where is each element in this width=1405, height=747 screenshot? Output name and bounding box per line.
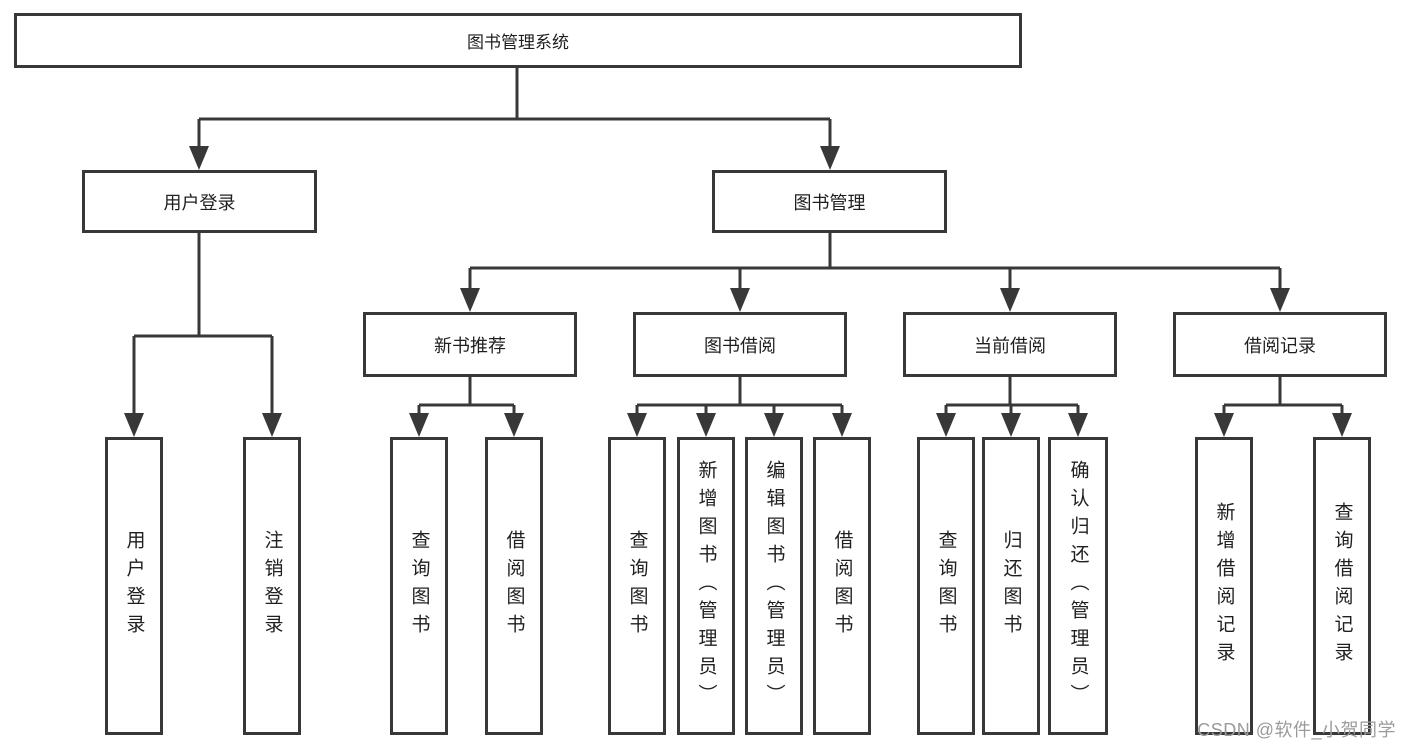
leaf-add-books-admin: 新增图书（管理员） [677, 437, 735, 735]
leaf-logout: 注销登录 [243, 437, 301, 735]
leaf-query-borrow-record: 查询借阅记录 [1313, 437, 1371, 735]
node-label: 图书管理系统 [467, 33, 569, 52]
leaf-query-books-borrow: 查询图书 [608, 437, 666, 735]
leaf-label: 用户登录 [123, 530, 145, 642]
node-label: 借阅记录 [1244, 335, 1316, 356]
leaf-label: 确认归还（管理员） [1067, 460, 1089, 712]
node-book-borrowing: 图书借阅 [633, 312, 847, 377]
leaf-label: 新增图书（管理员） [695, 460, 717, 712]
leaf-label: 借阅图书 [503, 530, 525, 642]
node-borrowing-records: 借阅记录 [1173, 312, 1387, 377]
node-library-management-system: 图书管理系统 [14, 13, 1022, 68]
leaf-borrow-books: 借阅图书 [813, 437, 871, 735]
leaf-borrow-books-recommend: 借阅图书 [485, 437, 543, 735]
leaf-label: 归还图书 [1000, 530, 1022, 642]
leaf-label: 查询图书 [935, 530, 957, 642]
leaf-label: 查询借阅记录 [1331, 502, 1353, 670]
leaf-edit-books-admin: 编辑图书（管理员） [745, 437, 803, 735]
node-label: 用户登录 [163, 192, 236, 213]
leaf-label: 注销登录 [261, 530, 283, 642]
leaf-add-borrow-record: 新增借阅记录 [1195, 437, 1253, 735]
node-current-borrowing: 当前借阅 [903, 312, 1117, 377]
csdn-watermark: CSDN @软件_小贺同学 [1197, 720, 1396, 740]
node-label: 新书推荐 [434, 335, 506, 356]
node-book-management: 图书管理 [712, 170, 947, 233]
leaf-label: 借阅图书 [831, 530, 853, 642]
leaf-label: 编辑图书（管理员） [763, 460, 785, 712]
leaf-label: 新增借阅记录 [1213, 502, 1235, 670]
leaf-user-login: 用户登录 [105, 437, 163, 735]
leaf-label: 查询图书 [626, 530, 648, 642]
node-user-login: 用户登录 [82, 170, 317, 233]
node-label: 当前借阅 [974, 335, 1046, 356]
leaf-query-books-current: 查询图书 [917, 437, 975, 735]
node-label: 图书借阅 [704, 335, 776, 356]
leaf-query-books-recommend: 查询图书 [390, 437, 448, 735]
node-label: 图书管理 [793, 192, 866, 213]
node-new-book-recommendation: 新书推荐 [363, 312, 577, 377]
leaf-confirm-return-admin: 确认归还（管理员） [1048, 437, 1108, 735]
leaf-label: 查询图书 [408, 530, 430, 642]
leaf-return-books: 归还图书 [982, 437, 1040, 735]
